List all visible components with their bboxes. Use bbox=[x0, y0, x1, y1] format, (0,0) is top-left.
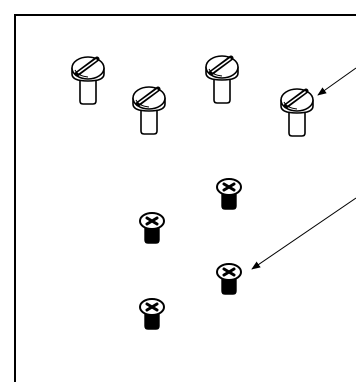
slotted-screw-icon bbox=[133, 87, 165, 134]
leader-line-slotted bbox=[317, 67, 356, 96]
phillips-screw-group bbox=[138, 177, 243, 331]
phillips-screw-icon bbox=[138, 297, 166, 331]
slotted-screw-icon bbox=[206, 56, 238, 103]
phillips-screw-icon bbox=[215, 177, 243, 211]
phillips-screw-icon bbox=[215, 262, 243, 296]
phillips-screw-icon bbox=[138, 211, 166, 245]
leader-line-phillips bbox=[251, 197, 356, 270]
slotted-screw-group bbox=[72, 56, 313, 136]
slotted-screw-icon bbox=[72, 57, 104, 104]
slotted-screw-icon bbox=[281, 89, 313, 136]
panel-frame bbox=[14, 14, 356, 382]
